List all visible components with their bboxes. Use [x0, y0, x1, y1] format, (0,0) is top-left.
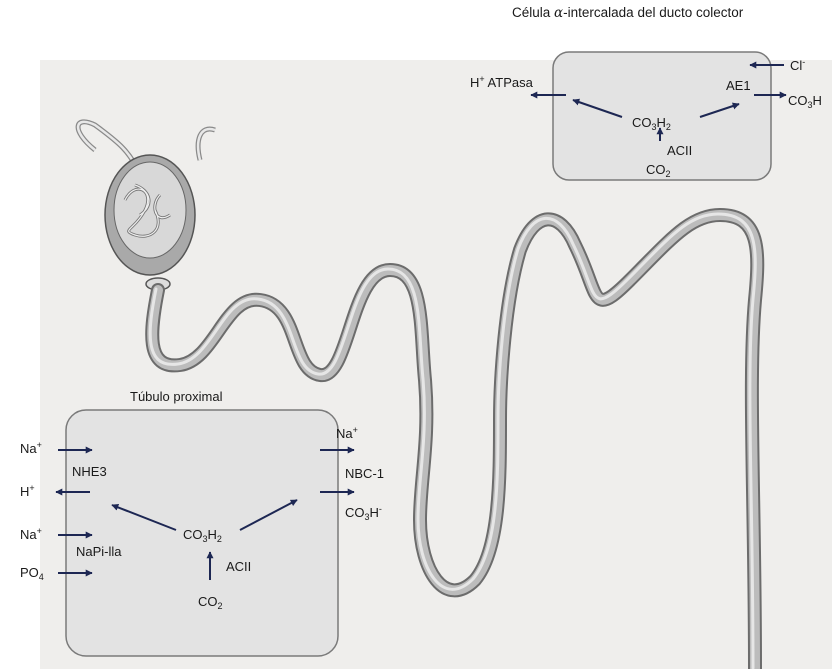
- collecting-duct-title: Célula α-intercalada del ducto colector: [512, 6, 743, 21]
- proximal-acii-label: ACII: [226, 560, 251, 573]
- collecting-duct-title-pre: Célula: [512, 5, 554, 20]
- h-atpasa-label: H+ ATPasa: [470, 75, 533, 89]
- na-right-base: Na: [336, 426, 353, 441]
- h-atpasa-rest: ATPasa: [485, 75, 533, 90]
- pt-co2-sub: 2: [218, 601, 223, 611]
- co2-a: CO: [646, 162, 666, 177]
- pt-co3h2-a: CO: [183, 527, 203, 542]
- na-mid-sup: +: [37, 526, 42, 536]
- proximal-co2-label: CO2: [198, 595, 223, 611]
- h-base: H: [20, 484, 29, 499]
- co3h-minus-b: H: [370, 505, 379, 520]
- po4-label: PO4: [20, 566, 44, 582]
- na-top-sup: +: [37, 440, 42, 450]
- po4-a: PO: [20, 565, 39, 580]
- cl-base: Cl: [790, 58, 802, 73]
- co3h2-a: CO: [632, 115, 652, 130]
- napi-label: NaPi-lla: [76, 545, 122, 558]
- glomerulus: [78, 122, 215, 290]
- co3h-a: CO: [788, 93, 808, 108]
- h-label: H+: [20, 484, 35, 498]
- pt-co3h2-sub2: 2: [217, 534, 222, 544]
- collecting-co2-label: CO2: [646, 163, 671, 179]
- h-sup: +: [29, 483, 34, 493]
- co3h-minus-sup: -: [379, 504, 382, 514]
- na-right-label: Na+: [336, 426, 358, 440]
- co3h2-b: H: [657, 115, 666, 130]
- na-top-label: Na+: [20, 441, 42, 455]
- cl-sup: -: [802, 57, 805, 67]
- proximal-co3h2-label: CO3H2: [183, 528, 222, 544]
- nbc1-label: NBC-1: [345, 467, 384, 480]
- na-top-base: Na: [20, 441, 37, 456]
- na-mid-label: Na+: [20, 527, 42, 541]
- nhe3-label: NHE3: [72, 465, 107, 478]
- co3h-output-label: CO3H: [788, 94, 822, 110]
- pt-co3h2-b: H: [208, 527, 217, 542]
- co2-sub: 2: [666, 169, 671, 179]
- co3h-b: H: [813, 93, 822, 108]
- na-mid-base: Na: [20, 527, 37, 542]
- co3h2-sub2: 2: [666, 122, 671, 132]
- alpha-symbol: α: [554, 5, 563, 21]
- ae1-label: AE1: [726, 79, 751, 92]
- na-right-sup: +: [353, 425, 358, 435]
- collecting-co3h2-label: CO3H2: [632, 116, 671, 132]
- pt-co2-a: CO: [198, 594, 218, 609]
- co3h-minus-a: CO: [345, 505, 365, 520]
- collecting-duct-title-post: -intercalada del ducto colector: [563, 5, 743, 20]
- collecting-acii-label: ACII: [667, 144, 692, 157]
- h-atpasa-base: H: [470, 75, 479, 90]
- proximal-tubule-title: Túbulo proximal: [130, 390, 223, 403]
- co3h-minus-label: CO3H-: [345, 505, 382, 522]
- cl-label: Cl-: [790, 58, 805, 72]
- po4-sub: 4: [39, 572, 44, 582]
